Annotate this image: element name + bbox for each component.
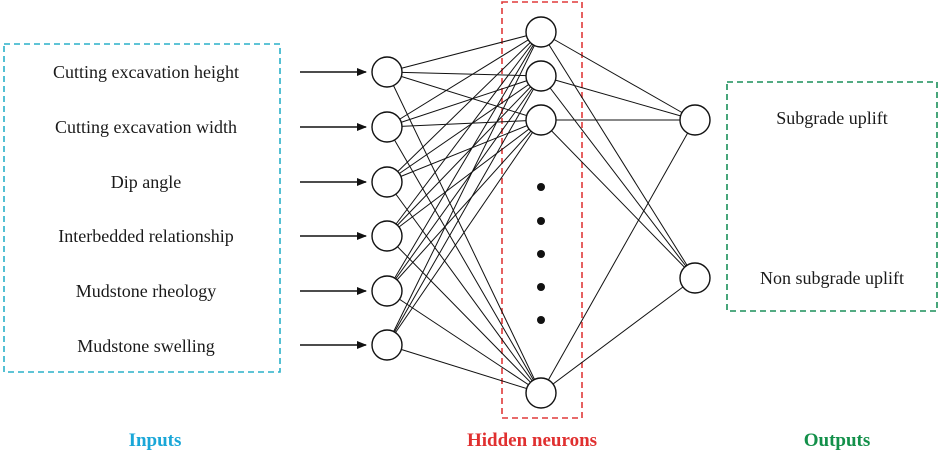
output-label: Non subgrade uplift [760, 268, 904, 288]
inputs-box [3, 43, 281, 373]
connection-line [386, 119, 542, 183]
input-label: Cutting excavation width [55, 117, 237, 137]
input-label: Mudstone swelling [77, 336, 215, 356]
connection-line [386, 31, 542, 183]
hidden-neuron [525, 104, 557, 136]
input-neuron [371, 166, 403, 198]
hidden-neuron [525, 16, 557, 48]
hidden-neuron [525, 377, 557, 409]
connection-line [386, 75, 542, 237]
output-neuron [679, 262, 711, 294]
input-label: Interbedded relationship [58, 226, 233, 246]
output-neuron [679, 104, 711, 136]
input-neuron [371, 329, 403, 361]
output-label: Subgrade uplift [776, 108, 887, 128]
input-label: Cutting excavation height [53, 62, 239, 82]
input-labels: Cutting excavation height Cutting excava… [53, 62, 239, 356]
neurons [371, 16, 711, 409]
ellipsis-dot [537, 283, 545, 291]
connection-line [540, 31, 696, 121]
ellipsis-dot [537, 183, 545, 191]
connection-line [386, 75, 542, 183]
outputs-title: Outputs [804, 430, 871, 451]
connection-line [386, 31, 542, 292]
connection-line [386, 31, 542, 128]
connection-line [386, 75, 542, 128]
input-neuron [371, 111, 403, 143]
connections [386, 31, 696, 394]
input-neuron [371, 275, 403, 307]
connection-line [386, 290, 542, 394]
ellipsis-dot [537, 217, 545, 225]
hidden-ellipsis [537, 183, 545, 324]
hidden-neuron [525, 60, 557, 92]
connection-line [540, 75, 696, 121]
input-neuron [371, 56, 403, 88]
input-arrows [300, 68, 367, 349]
connection-line [386, 71, 542, 77]
ellipsis-dot [537, 250, 545, 258]
connection-line [386, 119, 542, 346]
connection-line [386, 31, 542, 346]
ellipsis-dot [537, 316, 545, 324]
hidden-neurons-box [501, 1, 583, 419]
connection-line [386, 75, 542, 346]
inputs-title: Inputs [129, 430, 182, 451]
connection-line [386, 31, 542, 237]
connection-line [540, 119, 696, 394]
connection-line [386, 75, 542, 292]
connection-line [386, 31, 542, 73]
connection-line [386, 119, 542, 237]
input-neuron [371, 220, 403, 252]
outputs-box [726, 81, 938, 312]
connection-line [540, 119, 696, 279]
connection-line [540, 277, 696, 394]
input-label: Mudstone rheology [76, 281, 216, 301]
input-label: Dip angle [111, 172, 181, 192]
connection-line [386, 181, 542, 394]
connection-line [386, 344, 542, 394]
connection-line [540, 31, 696, 279]
hidden-neurons-title: Hidden neurons [467, 430, 597, 451]
connection-line [386, 119, 542, 292]
connection-line [540, 75, 696, 279]
